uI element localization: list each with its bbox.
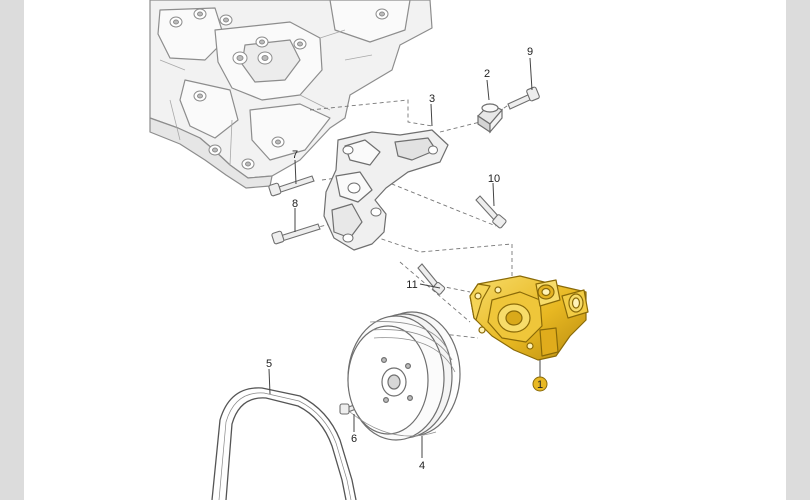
bolt-part-7 xyxy=(268,175,315,197)
callout-5: 5 xyxy=(266,358,272,370)
left-margin xyxy=(0,0,24,500)
poly-v-belt-part-5 xyxy=(211,387,357,500)
bracket-part-3 xyxy=(323,129,449,251)
callout-6: 6 xyxy=(351,433,357,445)
callout-2: 2 xyxy=(484,68,490,80)
sleeve-part-2 xyxy=(477,103,503,134)
bolt-part-10 xyxy=(475,195,507,229)
pulley-grooves xyxy=(349,321,456,437)
bracket-holes xyxy=(342,145,438,243)
engine-bolt-holes xyxy=(169,8,389,170)
callout-9: 9 xyxy=(527,46,533,58)
bolt-part-9 xyxy=(507,86,540,110)
callout-10: 10 xyxy=(488,173,500,185)
power-steering-pump-part-1 xyxy=(469,275,589,361)
callout-1-badge: 1 xyxy=(532,376,548,392)
callout-8: 8 xyxy=(292,198,298,210)
callout-11: 11 xyxy=(406,279,417,291)
bolt-part-8 xyxy=(271,223,321,245)
callout-1: 1 xyxy=(537,379,543,391)
pulley-part-4 xyxy=(347,311,461,441)
leader-lines xyxy=(268,57,541,458)
callout-7: 7 xyxy=(292,149,298,161)
callout-3: 3 xyxy=(429,93,435,105)
engine-detail-lines xyxy=(159,29,373,166)
stud-part-11 xyxy=(417,263,446,295)
right-margin xyxy=(786,0,810,500)
callout-4: 4 xyxy=(419,460,425,472)
